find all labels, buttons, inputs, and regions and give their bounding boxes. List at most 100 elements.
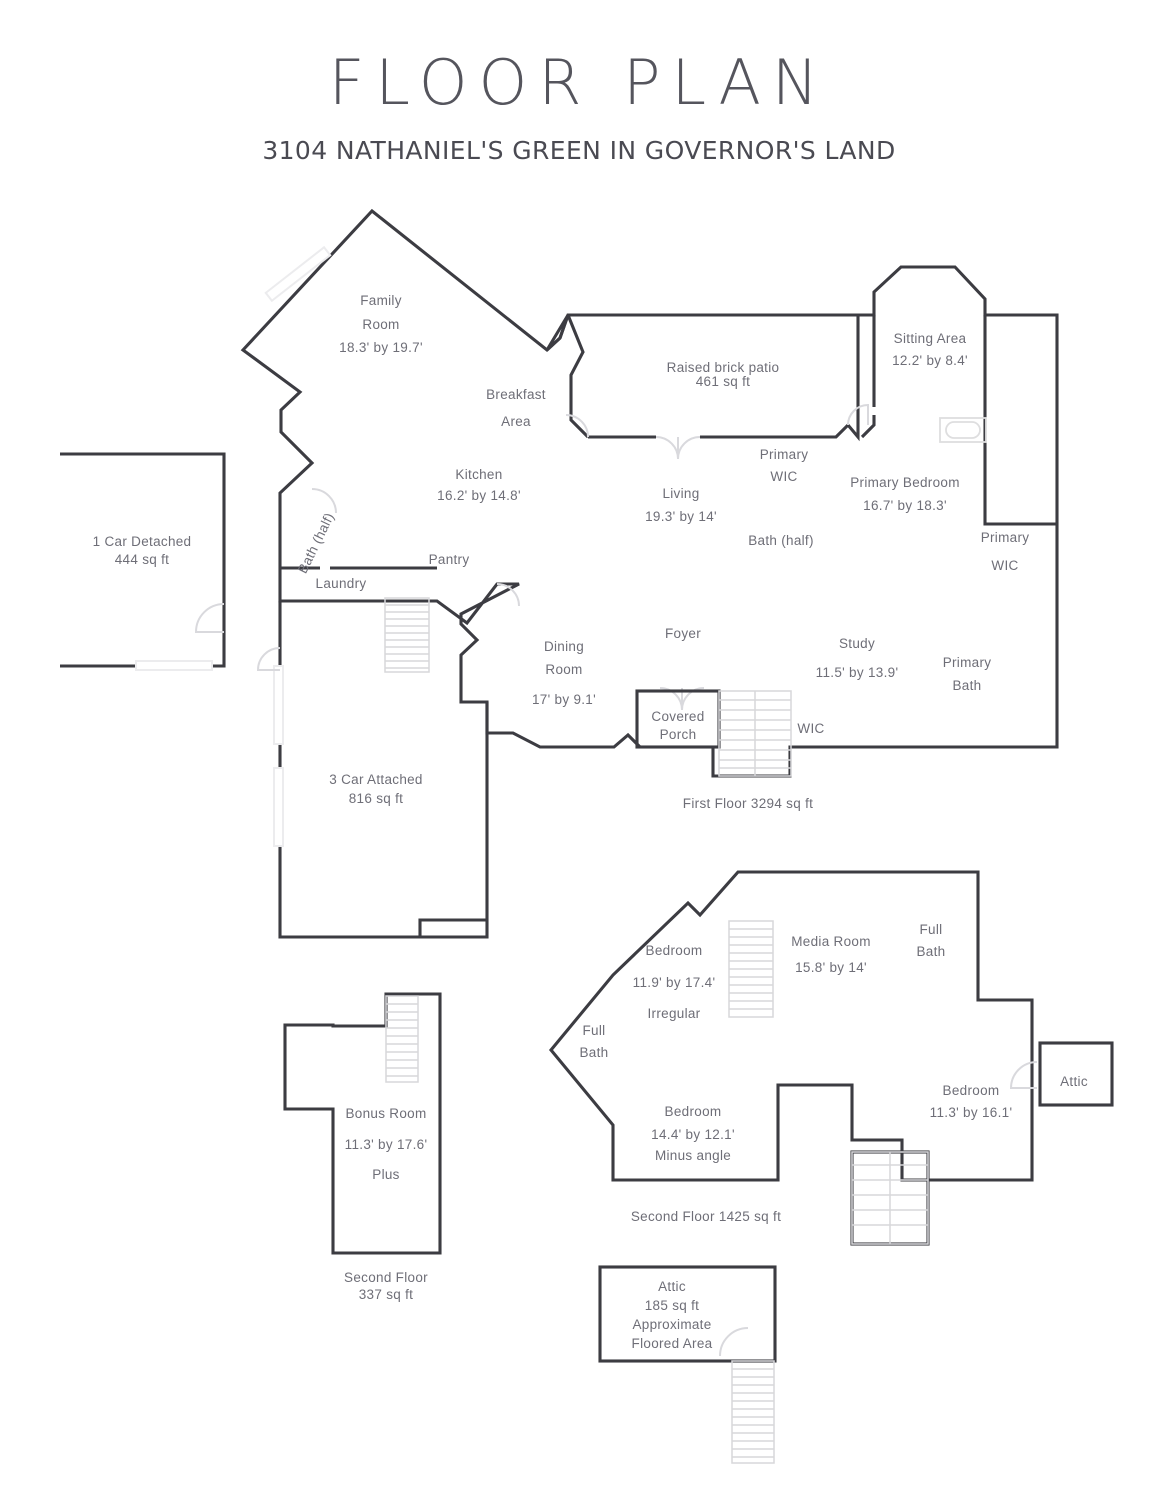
- label-bedroom-s-dim: 14.4' by 12.1': [651, 1127, 735, 1142]
- first-floor-perimeter: [240, 208, 1059, 778]
- label-attic-4: Floored Area: [632, 1336, 713, 1351]
- bonus-room-group: Bonus Room 11.3' by 17.6' Plus Second Fl…: [283, 992, 442, 1302]
- primary-wing-step: [983, 315, 1057, 526]
- attached-garage-notch: [418, 918, 487, 937]
- attic-block-door-swing-icon: [719, 1327, 749, 1357]
- label-bedroom-e-dim: 11.3' by 16.1': [930, 1105, 1013, 1120]
- label-bonus-area-1: Second Floor: [344, 1270, 428, 1285]
- label-primary-wic-right-2: WIC: [991, 558, 1018, 573]
- label-bonus-room-dim: 11.3' by 17.6': [345, 1137, 428, 1152]
- label-second-floor-area: Second Floor 1425 sq ft: [631, 1209, 781, 1224]
- label-kitchen: Kitchen: [455, 467, 502, 482]
- stairs-bonus-room: [385, 995, 419, 1083]
- label-full-bath-w-1: Full: [583, 1023, 606, 1038]
- french-door-right-icon: [677, 436, 701, 460]
- label-bath-half-right: Bath (half): [748, 533, 814, 548]
- stairs-first-floor: [384, 597, 430, 673]
- label-living: Living: [662, 486, 699, 501]
- label-bedroom-e: Bedroom: [943, 1083, 1000, 1098]
- stairs-porch: [718, 690, 792, 777]
- door-swing-icon: [194, 603, 225, 633]
- label-media-room-dim: 15.8' by 14': [795, 960, 867, 975]
- door-swing-patio-icon: [565, 414, 589, 438]
- label-covered-porch-2: Porch: [660, 727, 697, 742]
- label-dining-2: Room: [545, 662, 582, 677]
- label-sitting-area: Sitting Area: [894, 331, 967, 346]
- label-foyer: Foyer: [665, 626, 701, 641]
- label-bonus-room: Bonus Room: [345, 1106, 426, 1121]
- label-attic-3: Approximate: [632, 1317, 711, 1332]
- patio-left-wall: [566, 314, 590, 439]
- door-swing-garage-icon: [256, 647, 281, 671]
- label-living-dim: 19.3' by 14': [645, 509, 717, 524]
- second-floor-perimeter: [548, 870, 1034, 1182]
- page-title: FLOOR PLAN: [328, 46, 830, 119]
- label-attached-garage-1: 3 Car Attached: [329, 772, 423, 787]
- title-block: FLOOR PLAN 3104 NATHANIEL'S GREEN IN GOV…: [0, 46, 1158, 166]
- label-bath-half-left: Bath (half): [295, 510, 337, 576]
- first-floor-labels: Family Room 18.3' by 19.7' Breakfast Are…: [295, 293, 1029, 811]
- label-patio-2: 461 sq ft: [696, 374, 751, 389]
- label-primary-bedroom: Primary Bedroom: [850, 475, 960, 490]
- label-wic: WIC: [797, 721, 824, 736]
- garage-door-window: [135, 660, 213, 671]
- label-bedroom-nw-note: Irregular: [648, 1006, 701, 1021]
- french-door-left-icon: [655, 436, 679, 460]
- label-first-floor-area: First Floor 3294 sq ft: [683, 796, 813, 811]
- label-bedroom-nw-dim: 11.9' by 17.4': [633, 975, 716, 990]
- label-full-bath-w-2: Bath: [580, 1045, 609, 1060]
- label-bedroom-s: Bedroom: [665, 1104, 722, 1119]
- label-kitchen-dim: 16.2' by 14.8': [437, 488, 521, 503]
- stairs-attic: [731, 1360, 775, 1464]
- label-attic-1: Attic: [658, 1279, 686, 1294]
- door-swing-pantry-icon: [496, 583, 520, 607]
- page-subtitle: 3104 NATHANIEL'S GREEN IN GOVERNOR'S LAN…: [262, 136, 896, 165]
- label-primary-bedroom-dim: 16.7' by 18.3': [863, 498, 947, 513]
- garage-window-1: [273, 665, 284, 745]
- label-family-room-dim: 18.3' by 19.7': [339, 340, 423, 355]
- label-study: Study: [839, 636, 875, 651]
- second-floor-outline-group: Bedroom 11.9' by 17.4' Irregular Media R…: [548, 870, 1114, 1246]
- label-dining-dim: 17' by 9.1': [532, 692, 596, 707]
- label-study-dim: 11.5' by 13.9': [816, 665, 899, 680]
- stairs-second-floor-lower: [850, 1150, 930, 1246]
- label-primary-wic-right-1: Primary: [981, 530, 1030, 545]
- label-full-bath-ne-1: Full: [920, 922, 943, 937]
- stairs-second-floor-upper: [728, 920, 774, 1018]
- attic-block-outline: [598, 1265, 777, 1363]
- attic-door-swing-icon: [1009, 1061, 1038, 1089]
- detached-garage-group: 1 Car Detached 444 sq ft: [60, 452, 226, 671]
- attic-block-group: Attic 185 sq ft Approximate Floored Area: [598, 1265, 777, 1464]
- door-swing-kitchen-icon: [311, 488, 337, 514]
- label-media-room: Media Room: [791, 934, 871, 949]
- garage-window-2: [273, 767, 284, 847]
- label-bedroom-nw: Bedroom: [646, 943, 703, 958]
- label-covered-porch-1: Covered: [651, 709, 704, 724]
- detached-garage-label-1: 1 Car Detached: [93, 534, 192, 549]
- label-family-room-2: Room: [362, 317, 399, 332]
- attached-garage-wall: [278, 601, 489, 939]
- label-primary-wic-top-1: Primary: [760, 447, 809, 462]
- bonus-room-perimeter: [283, 992, 442, 1255]
- label-primary-bath-2: Bath: [953, 678, 982, 693]
- label-bonus-room-note: Plus: [372, 1167, 399, 1182]
- bathtub-icon: [939, 417, 987, 443]
- sitting-area-wall: [860, 315, 876, 439]
- label-family-room-1: Family: [360, 293, 402, 308]
- label-breakfast-1: Breakfast: [486, 387, 546, 402]
- label-primary-bath-1: Primary: [943, 655, 992, 670]
- family-room-window: [264, 245, 332, 303]
- label-sitting-area-dim: 12.2' by 8.4': [892, 353, 968, 368]
- label-attic-small: Attic: [1060, 1074, 1088, 1089]
- label-attached-garage-2: 816 sq ft: [349, 791, 404, 806]
- label-bedroom-s-note: Minus angle: [655, 1148, 731, 1163]
- label-laundry: Laundry: [316, 576, 367, 591]
- label-patio-1: Raised brick patio: [667, 360, 780, 375]
- label-dining-1: Dining: [544, 639, 584, 654]
- wall-joint-a: [545, 314, 570, 352]
- door-swing-sitting-icon: [847, 403, 869, 426]
- detached-garage-label-2: 444 sq ft: [115, 552, 170, 567]
- label-primary-wic-top-2: WIC: [770, 469, 797, 484]
